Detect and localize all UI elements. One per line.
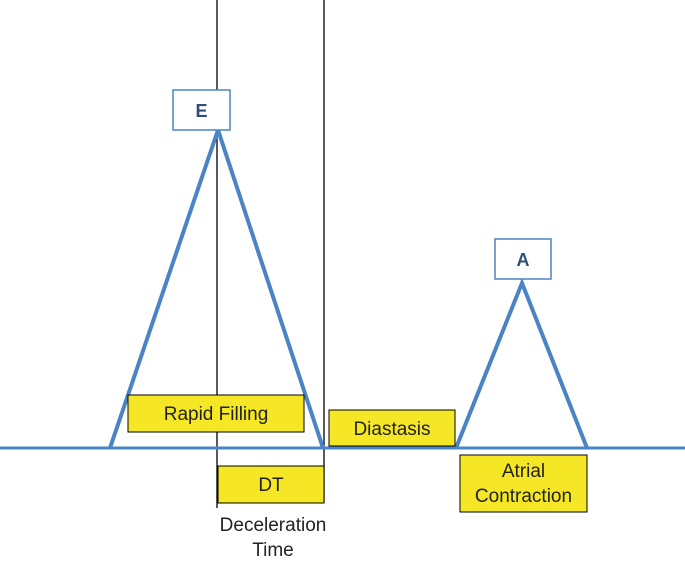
dt-label: DT xyxy=(258,475,284,496)
rapid-filling-box: Rapid Filling xyxy=(127,394,305,433)
diastasis-label: Diastasis xyxy=(353,419,430,440)
deceleration-caption-line1: Deceleration xyxy=(220,515,327,536)
e-peak-label-box: E xyxy=(172,89,231,131)
diastasis-box: Diastasis xyxy=(328,409,456,447)
rapid-filling-label: Rapid Filling xyxy=(164,404,269,425)
a-peak-label: A xyxy=(517,250,530,270)
atrial-contraction-box: Atrial Contraction xyxy=(459,454,588,513)
atrial-contraction-label-line2: Contraction xyxy=(475,486,572,507)
a-wave xyxy=(454,277,589,449)
deceleration-caption-line2: Time xyxy=(252,540,294,561)
e-peak-label: E xyxy=(195,101,207,121)
atrial-contraction-label-line1: Atrial xyxy=(502,461,545,482)
dt-box: DT xyxy=(217,465,325,504)
a-peak-label-box: A xyxy=(494,238,552,280)
